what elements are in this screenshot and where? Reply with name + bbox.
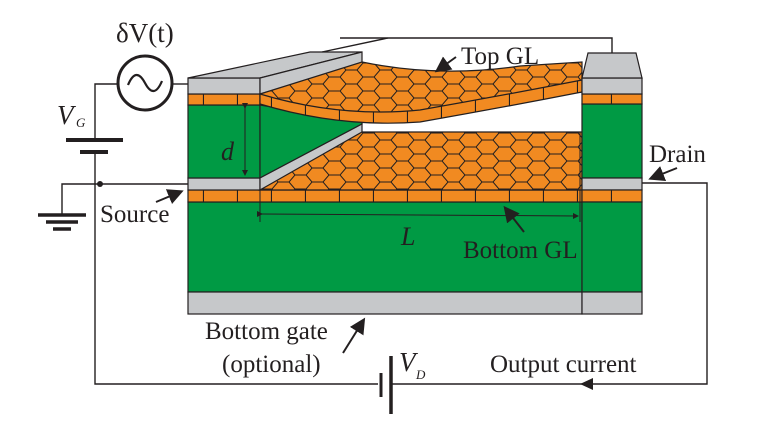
right-bottom-gl-edge (581, 189, 643, 203)
vg-label-subscript: G (76, 115, 86, 130)
junction-dot (97, 181, 103, 187)
source-label: Source (100, 201, 169, 228)
output-current-arrow-icon (580, 378, 593, 390)
vg-wire-bottom (94, 152, 378, 385)
output-current-label: Output current (490, 351, 637, 378)
right-substrate (581, 201, 643, 293)
left-top-contact (187, 77, 261, 95)
bottom-gate-label-line2: (optional) (222, 351, 321, 378)
bottom-gl-label: Bottom GL (463, 237, 578, 264)
left-spacer (187, 104, 261, 179)
bottom-gate-pointer-arrow (342, 317, 366, 354)
top-gl-pointer-arrow (434, 56, 457, 73)
vg-wire-top (94, 83, 118, 140)
vd-label: V (399, 347, 419, 377)
left-top-gl-edge (187, 93, 261, 106)
bottom-gl-pointer-arrow (503, 205, 525, 233)
bottom-gate-label-line1: Bottom gate (205, 318, 328, 345)
top-gl-label: Top GL (461, 43, 539, 70)
drain-contact (581, 177, 643, 191)
source-wire (61, 183, 188, 214)
drain-pointer-arrow (648, 166, 678, 181)
vd-wire-right (392, 182, 708, 385)
top-gate-wire-link (321, 37, 389, 53)
drain-label: Drain (649, 141, 706, 168)
right-top-contact (581, 77, 643, 95)
top-gate-wire (340, 37, 613, 53)
length-label: L (400, 222, 415, 251)
right-top-gl-edge (581, 93, 643, 105)
bottom-gl-edge (187, 189, 583, 203)
vg-label: V (57, 100, 77, 130)
length-dimension-arrow (256, 210, 579, 219)
right-top-contact-top (581, 52, 643, 79)
ac-source-label: δV(t) (116, 18, 174, 48)
right-spacer (581, 103, 643, 179)
right-bottom-gate (581, 291, 643, 315)
source-pointer-arrow (155, 189, 184, 204)
bottom-gate-layer (187, 291, 583, 315)
gap-label: d (221, 137, 235, 166)
sine-wave-icon (126, 73, 164, 93)
vd-label-subscript: D (415, 367, 426, 382)
source-contact (187, 177, 261, 191)
